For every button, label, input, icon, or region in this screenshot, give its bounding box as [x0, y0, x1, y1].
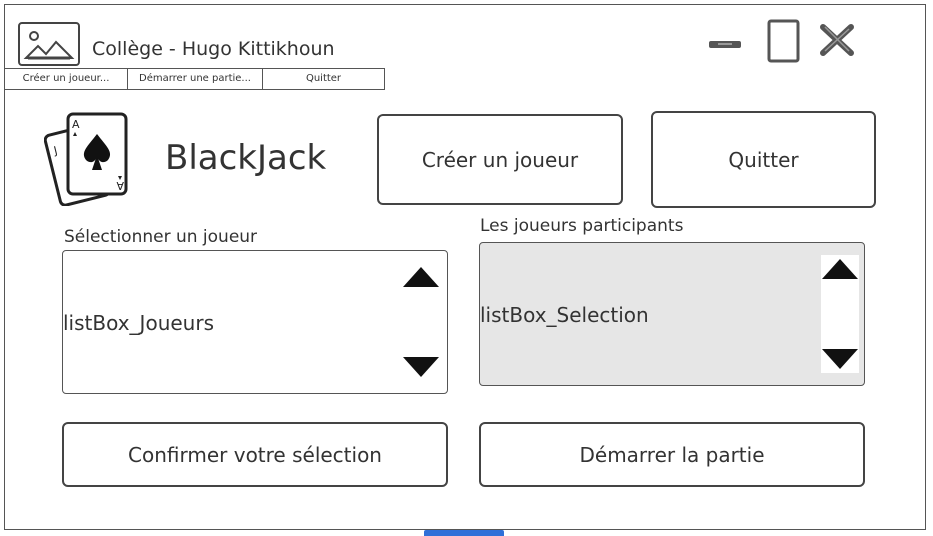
svg-text:J: J	[51, 144, 58, 158]
players-listbox[interactable]: listBox_Joueurs	[62, 250, 448, 394]
bottom-indicator	[424, 530, 504, 536]
confirm-selection-label: Confirmer votre sélection	[128, 442, 382, 467]
svg-text:A: A	[72, 118, 80, 131]
scroll-down-icon[interactable]	[822, 349, 858, 369]
image-icon	[18, 22, 80, 66]
scroll-down-icon[interactable]	[403, 357, 439, 377]
menu-item-create-player[interactable]: Créer un joueur...	[4, 68, 128, 90]
selection-listbox-content[interactable]: listBox_Selection	[480, 303, 649, 327]
players-list-label: Sélectionner un joueur	[64, 227, 258, 247]
menu-item-quit[interactable]: Quitter	[262, 68, 385, 90]
start-game-label: Démarrer la partie	[579, 442, 765, 467]
maximize-icon[interactable]	[766, 18, 802, 68]
window-title: Collège - Hugo Kittikhoun	[92, 38, 335, 60]
selection-scrollbar[interactable]	[821, 255, 859, 373]
menu-bar: Créer un joueur... Démarrer une partie..…	[4, 68, 385, 90]
create-player-button[interactable]: Créer un joueur	[377, 114, 623, 205]
menu-item-start-game[interactable]: Démarrer une partie...	[127, 68, 263, 90]
create-player-label: Créer un joueur	[421, 147, 579, 172]
players-listbox-content[interactable]: listBox_Joueurs	[63, 311, 214, 335]
quit-button[interactable]: Quitter	[651, 111, 876, 208]
svg-text:A: A	[116, 179, 124, 192]
selection-listbox[interactable]: listBox_Selection	[479, 242, 865, 386]
selection-list-label: Les joueurs participants	[480, 216, 684, 236]
app-name: BlackJack	[165, 138, 327, 178]
start-game-button[interactable]: Démarrer la partie	[479, 422, 865, 487]
minimize-icon[interactable]	[708, 35, 742, 54]
playing-cards-icon: J A A	[43, 110, 134, 210]
quit-label: Quitter	[728, 147, 799, 172]
close-icon[interactable]	[818, 22, 856, 62]
confirm-selection-button[interactable]: Confirmer votre sélection	[62, 422, 448, 487]
players-scrollbar[interactable]	[401, 263, 441, 381]
scroll-up-icon[interactable]	[822, 259, 858, 279]
scroll-up-icon[interactable]	[403, 267, 439, 287]
